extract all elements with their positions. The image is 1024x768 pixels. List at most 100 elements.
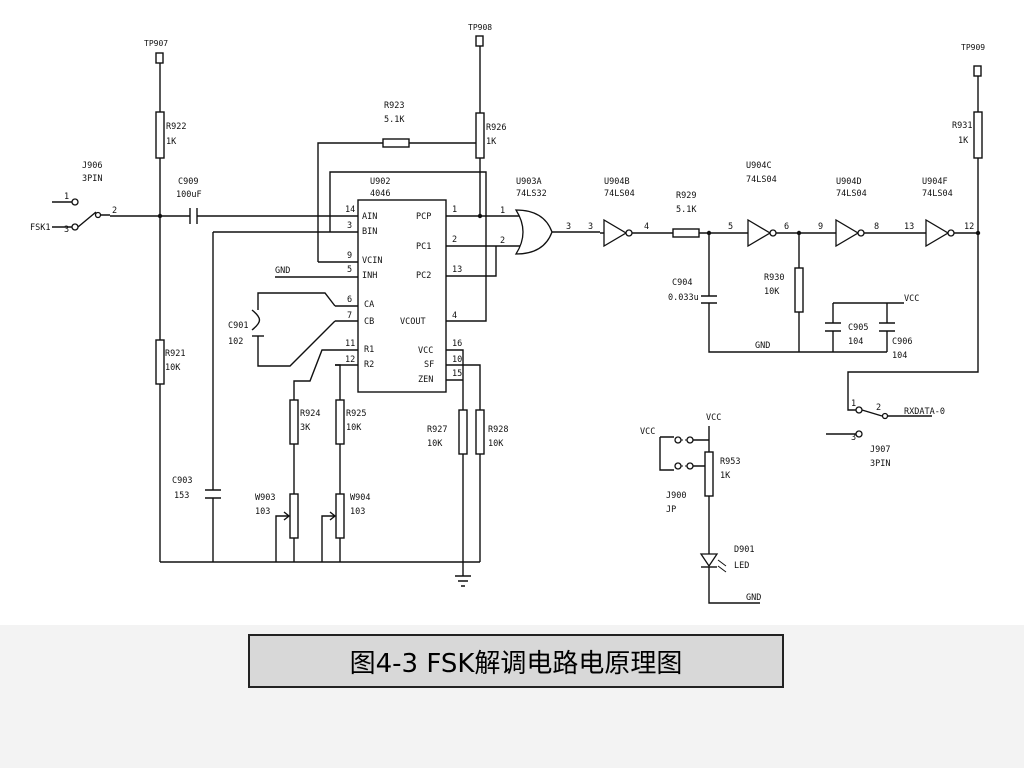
svg-text:VCC: VCC — [706, 413, 721, 423]
svg-text:JP: JP — [666, 505, 676, 515]
resistor-r923 — [382, 138, 410, 148]
svg-text:10K: 10K — [488, 439, 504, 449]
capacitor-c901: C901 102 — [228, 292, 336, 367]
svg-text:0.033u: 0.033u — [668, 293, 699, 303]
svg-text:R2: R2 — [364, 360, 374, 370]
resistor-r929 — [672, 228, 700, 238]
svg-text:GND: GND — [746, 593, 761, 603]
svg-text:PC2: PC2 — [416, 271, 431, 281]
svg-text:J906: J906 — [82, 161, 102, 171]
svg-text:3K: 3K — [300, 423, 311, 433]
capacitor-c909: C909 100uF — [176, 177, 202, 224]
svg-text:GND: GND — [755, 341, 770, 351]
svg-text:153: 153 — [174, 491, 189, 501]
svg-text:R928: R928 — [488, 425, 508, 435]
svg-text:1K: 1K — [486, 137, 497, 147]
resistor-r927 — [458, 409, 468, 455]
svg-text:74LS04: 74LS04 — [922, 189, 953, 199]
svg-text:11: 11 — [345, 339, 355, 349]
inverter-u904d: U904D 74LS04 — [835, 177, 867, 248]
svg-text:5: 5 — [347, 265, 352, 275]
connector-j906: J906 3PIN 1 3 2 — [52, 161, 117, 235]
svg-text:INH: INH — [362, 271, 377, 281]
resistor-r925 — [335, 399, 345, 445]
svg-text:100uF: 100uF — [176, 190, 202, 200]
svg-text:R921: R921 — [165, 349, 185, 359]
svg-text:C906: C906 — [892, 337, 912, 347]
svg-text:12: 12 — [345, 355, 355, 365]
svg-text:AIN: AIN — [362, 212, 377, 222]
svg-text:10K: 10K — [764, 287, 780, 297]
svg-text:9: 9 — [347, 251, 352, 261]
led-d901: D901 LED — [699, 545, 754, 573]
svg-text:FSK1: FSK1 — [30, 223, 50, 233]
svg-text:U902: U902 — [370, 177, 390, 187]
svg-text:R925: R925 — [346, 409, 366, 419]
test-point-tp908: TP908 — [468, 23, 492, 47]
svg-text:10K: 10K — [346, 423, 362, 433]
svg-text:12: 12 — [964, 222, 974, 232]
svg-text:J907: J907 — [870, 445, 890, 455]
capacitor-c905: C905 104 — [825, 322, 868, 347]
svg-text:RXDATA-0: RXDATA-0 — [904, 407, 945, 417]
svg-text:13: 13 — [452, 265, 462, 275]
test-point-tp907: TP907 — [144, 39, 168, 64]
or-gate-u903a: U903A 74LS32 — [514, 177, 553, 255]
svg-text:3PIN: 3PIN — [82, 174, 102, 184]
svg-text:2: 2 — [112, 206, 117, 216]
jumper-j900: J900 JP — [659, 436, 709, 515]
svg-text:TP907: TP907 — [144, 39, 168, 48]
svg-text:6: 6 — [347, 295, 352, 305]
svg-text:1K: 1K — [958, 136, 969, 146]
svg-text:4: 4 — [644, 222, 649, 232]
svg-text:104: 104 — [848, 337, 863, 347]
svg-text:CB: CB — [364, 317, 374, 327]
ground-symbol — [455, 562, 471, 587]
svg-text:U903A: U903A — [516, 177, 542, 187]
svg-text:15: 15 — [452, 369, 462, 379]
resistor-r930 — [794, 267, 804, 313]
inverter-u904b: U904B 74LS04 — [603, 177, 635, 248]
connector-j907: 1 3 2 J907 3PIN — [826, 399, 932, 469]
svg-text:BIN: BIN — [362, 227, 377, 237]
svg-text:5: 5 — [728, 222, 733, 232]
svg-text:R922: R922 — [166, 122, 186, 132]
potentiometer-w904: W904 103 — [321, 493, 370, 562]
svg-text:VCC: VCC — [904, 294, 919, 304]
svg-text:9: 9 — [818, 222, 823, 232]
resistor-r928 — [475, 409, 485, 455]
svg-text:R924: R924 — [300, 409, 320, 419]
potentiometer-w903: W903 103 — [255, 493, 299, 562]
svg-text:2: 2 — [500, 236, 505, 246]
svg-text:C903: C903 — [172, 476, 192, 486]
svg-text:3: 3 — [64, 225, 69, 235]
svg-text:U904B: U904B — [604, 177, 630, 187]
svg-text:R930: R930 — [764, 273, 784, 283]
svg-text:4046: 4046 — [370, 189, 390, 199]
svg-text:1: 1 — [452, 205, 457, 215]
svg-text:7: 7 — [347, 311, 352, 321]
svg-text:U904D: U904D — [836, 177, 862, 187]
svg-text:R923: R923 — [384, 101, 404, 111]
svg-text:1: 1 — [500, 206, 505, 216]
svg-text:14: 14 — [345, 205, 355, 215]
svg-text:W904: W904 — [350, 493, 370, 503]
resistor-r921 — [155, 339, 165, 385]
svg-text:SF: SF — [424, 360, 434, 370]
svg-text:VCOUT: VCOUT — [400, 317, 426, 327]
svg-text:LED: LED — [734, 561, 749, 571]
capacitor-c906: C906 104 — [879, 322, 912, 361]
svg-text:10: 10 — [452, 355, 462, 365]
svg-text:R1: R1 — [364, 345, 374, 355]
svg-text:5.1K: 5.1K — [676, 205, 697, 215]
svg-text:PC1: PC1 — [416, 242, 431, 252]
figure-caption: 图4-3 FSK解调电路电原理图 — [248, 634, 784, 688]
svg-text:C905: C905 — [848, 323, 868, 333]
svg-text:4: 4 — [452, 311, 457, 321]
svg-text:GND: GND — [275, 266, 290, 276]
svg-text:R926: R926 — [486, 123, 506, 133]
svg-text:10K: 10K — [165, 363, 181, 373]
svg-text:U904C: U904C — [746, 161, 772, 171]
svg-text:5.1K: 5.1K — [384, 115, 405, 125]
svg-text:C904: C904 — [672, 278, 692, 288]
